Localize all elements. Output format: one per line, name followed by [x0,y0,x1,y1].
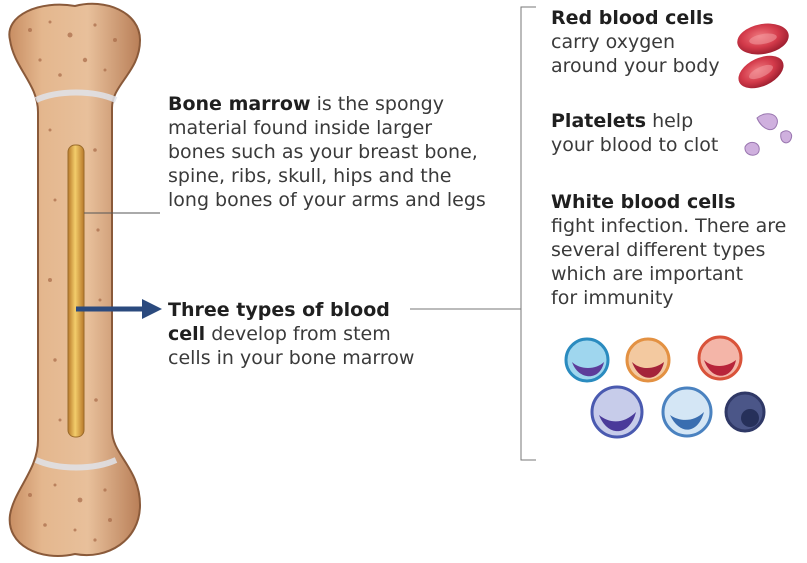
bone-illustration [9,4,140,556]
blood-cell-types-description: Three types of blood cell develop from s… [168,298,448,370]
blood-cell-types-heading: Three types of blood [168,299,390,321]
red-blood-cells-description: Red blood cells carry oxygen around your… [551,6,751,78]
platelets-description: Platelets help your blood to clot [551,109,751,157]
platelets-heading: Platelets [551,110,646,132]
white-blood-cells-heading: White blood cells [551,191,736,213]
red-blood-cells-heading: Red blood cells [551,7,714,29]
platelet-icons [745,114,792,155]
white-blood-cell-icons [566,337,764,437]
bone-marrow-description: Bone marrow is the spongy material found… [168,92,538,212]
cell-list-bracket [410,7,536,460]
marrow-cavity [68,145,84,437]
white-blood-cells-description: White blood cells fight infection. There… [551,190,807,310]
bone-marrow-heading: Bone marrow [168,93,311,115]
